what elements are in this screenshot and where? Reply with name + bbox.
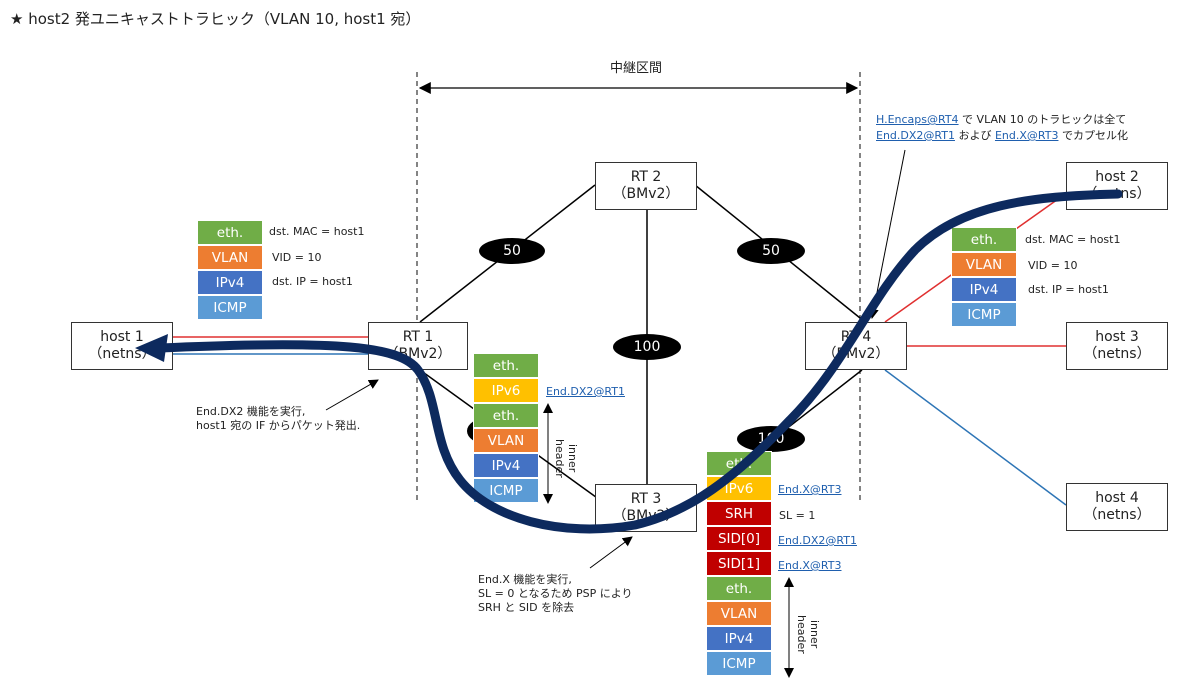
rt3-function-note: End.X 機能を実行, SL = 0 となるため PSP により SRH と … <box>478 573 633 614</box>
cell-ipv6: IPv6 <box>706 476 772 501</box>
cell-inner-eth: eth. <box>473 403 539 428</box>
cell-inner-eth: eth. <box>706 576 772 601</box>
node-rt1-name: RT 1 <box>402 329 434 345</box>
cell-eth: eth. <box>197 220 263 245</box>
node-host2-name: host 2 <box>1095 169 1139 185</box>
note-dst-ip: dst. IP = host1 <box>1028 283 1109 296</box>
packet-stack-rt3: eth. IPv6 SRH SID[0] SID[1] eth. VLAN IP… <box>706 451 772 676</box>
relay-label: 中継区間 <box>610 61 663 76</box>
cell-icmp: ICMP <box>706 651 772 676</box>
node-rt2-sub: （BMv2） <box>612 186 680 202</box>
packet-stack-host1: eth. VLAN IPv4 ICMP <box>197 220 263 320</box>
node-host2[interactable]: host 2 （netns） <box>1066 162 1168 210</box>
node-rt4-name: RT 4 <box>840 329 872 345</box>
rt4-note-text3: でカプセル化 <box>1058 129 1128 142</box>
node-host1-sub: （netns） <box>88 346 156 362</box>
node-rt3-sub: （BMv2） <box>612 508 680 524</box>
node-host3-name: host 3 <box>1095 329 1139 345</box>
node-host3[interactable]: host 3 （netns） <box>1066 322 1168 370</box>
cell-ipv4: IPv4 <box>473 453 539 478</box>
link-end-dx2-rt1[interactable]: End.DX2@RT1 <box>546 385 625 398</box>
cell-eth: eth. <box>706 451 772 476</box>
link-h-encaps-rt4[interactable]: H.Encaps@RT4 <box>876 113 959 126</box>
node-host4-name: host 4 <box>1095 490 1139 506</box>
node-rt2[interactable]: RT 2 （BMv2） <box>595 162 697 210</box>
cell-vlan: VLAN <box>473 428 539 453</box>
cell-sid0: SID[0] <box>706 526 772 551</box>
note-dst-mac: dst. MAC = host1 <box>269 225 365 238</box>
node-host1[interactable]: host 1 （netns） <box>71 322 173 370</box>
packet-stack-rt1: eth. IPv6 eth. VLAN IPv4 ICMP <box>473 353 539 503</box>
link-end-x-rt3[interactable]: End.X@RT3 <box>778 483 842 496</box>
node-rt4-sub: （BMv2） <box>822 346 890 362</box>
link-rt4-host4 <box>884 369 1067 506</box>
cell-vlan: VLAN <box>197 245 263 270</box>
note-vid: VID = 10 <box>1028 259 1078 272</box>
cell-vlan: VLAN <box>706 601 772 626</box>
packet-stack-host2: eth. VLAN IPv4 ICMP <box>951 227 1017 327</box>
link-end-x-rt3-sid1[interactable]: End.X@RT3 <box>778 559 842 572</box>
inner-header-label-rt1: inner header <box>553 438 579 478</box>
link-end-dx2-rt1-note[interactable]: End.DX2@RT1 <box>876 129 955 142</box>
pointer-rt4-note <box>868 149 906 319</box>
cell-icmp: ICMP <box>473 478 539 503</box>
cell-ipv4: IPv4 <box>706 626 772 651</box>
page-title: ★ host2 発ユニキャストトラヒック（VLAN 10, host1 宛） <box>10 10 421 28</box>
link-end-x-rt3-note[interactable]: End.X@RT3 <box>994 129 1059 142</box>
link-end-dx2-rt1-sid0[interactable]: End.DX2@RT1 <box>778 534 857 547</box>
cell-icmp: ICMP <box>197 295 263 320</box>
node-rt3[interactable]: RT 3 （BMv2） <box>595 484 697 532</box>
node-host3-sub: （netns） <box>1083 346 1151 362</box>
rt4-encaps-note-line2: End.DX2@RT1 および End.X@RT3 でカプセル化 <box>876 129 1128 143</box>
cell-eth: eth. <box>951 227 1017 252</box>
node-rt2-name: RT 2 <box>630 169 662 185</box>
cell-sid1: SID[1] <box>706 551 772 576</box>
cost-rt1-rt2: 50 <box>479 238 545 264</box>
cell-ipv4: IPv4 <box>197 270 263 295</box>
node-host2-sub: （netns） <box>1083 186 1151 202</box>
cell-icmp: ICMP <box>951 302 1017 327</box>
cell-vlan: VLAN <box>951 252 1017 277</box>
cell-ipv4: IPv4 <box>951 277 1017 302</box>
rt4-note-text1: で VLAN 10 のトラヒックは全て <box>958 113 1127 126</box>
note-dst-ip: dst. IP = host1 <box>272 275 353 288</box>
cost-rt2-rt4: 50 <box>737 238 805 264</box>
cost-rt3-rt4: 100 <box>737 426 805 452</box>
node-rt3-name: RT 3 <box>630 491 662 507</box>
inner-header-label-rt3: inner header <box>795 614 821 654</box>
node-rt1[interactable]: RT 1 （BMv2） <box>368 322 468 370</box>
node-rt4[interactable]: RT 4 （BMv2） <box>805 322 907 370</box>
rt4-note-text2: および <box>954 129 995 142</box>
note-sl: SL = 1 <box>779 509 816 522</box>
node-host1-name: host 1 <box>100 329 144 345</box>
note-vid: VID = 10 <box>272 251 322 264</box>
pointer-rt3-note <box>589 536 633 569</box>
node-rt1-sub: （BMv2） <box>384 346 452 362</box>
cost-rt2-rt3: 100 <box>613 334 681 360</box>
rt1-function-note: End.DX2 機能を実行, host1 宛の IF からパケット発出. <box>196 405 361 432</box>
node-host4[interactable]: host 4 （netns） <box>1066 483 1168 531</box>
cell-srh: SRH <box>706 501 772 526</box>
node-host4-sub: （netns） <box>1083 507 1151 523</box>
rt4-encaps-note-line1: H.Encaps@RT4 で VLAN 10 のトラヒックは全て <box>876 113 1126 127</box>
cell-eth: eth. <box>473 353 539 378</box>
note-dst-mac: dst. MAC = host1 <box>1025 233 1121 246</box>
cell-ipv6: IPv6 <box>473 378 539 403</box>
